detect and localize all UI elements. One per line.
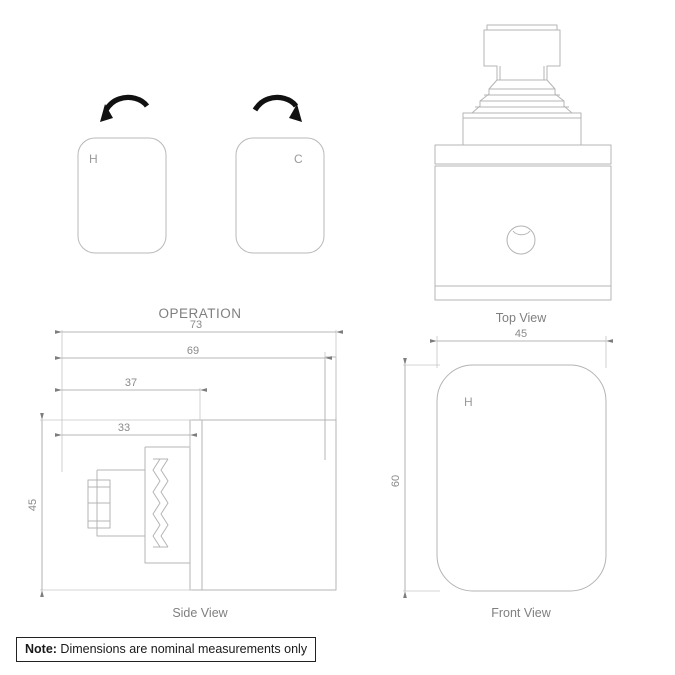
front-view-dimensions bbox=[403, 336, 614, 599]
top-view-body bbox=[434, 165, 612, 301]
top-view-collar bbox=[462, 112, 582, 146]
side-view-label: Side View bbox=[172, 606, 228, 620]
note-box: Note: Dimensions are nominal measurement… bbox=[16, 637, 317, 663]
side-view-spline bbox=[87, 479, 111, 529]
side-view-flange bbox=[189, 419, 203, 591]
side-view-wall-plate bbox=[324, 356, 337, 590]
handle-label-cold: C bbox=[294, 152, 303, 166]
rotate-clockwise-icon bbox=[252, 94, 302, 122]
side-dim-33: 33 bbox=[118, 422, 130, 434]
operation-handle-hot: H bbox=[77, 137, 167, 254]
operation-caption: OPERATION bbox=[158, 306, 241, 321]
operation-diagram: H C OPERATION bbox=[77, 94, 325, 321]
top-view bbox=[434, 24, 612, 301]
front-dim-45: 45 bbox=[515, 328, 527, 340]
front-view-body bbox=[436, 364, 607, 592]
front-view-face-label: H bbox=[464, 395, 473, 409]
side-dim-45: 45 bbox=[27, 499, 39, 511]
operation-handle-cold: C bbox=[235, 137, 325, 254]
top-view-label: Top View bbox=[496, 311, 547, 325]
side-dim-73: 73 bbox=[190, 319, 202, 331]
side-dim-69: 69 bbox=[187, 345, 199, 357]
rotate-counter-clockwise-icon bbox=[100, 94, 150, 122]
front-view-label: Front View bbox=[491, 606, 551, 620]
side-view-dimensions bbox=[40, 330, 344, 598]
side-view-stem bbox=[96, 459, 146, 547]
side-view-threads bbox=[152, 458, 169, 548]
top-view-indicator bbox=[506, 225, 536, 255]
side-view: 73 69 37 33 45 bbox=[27, 319, 344, 598]
top-view-threads bbox=[471, 79, 573, 114]
handle-outline-cold bbox=[235, 137, 325, 254]
note-label: Note: bbox=[25, 642, 57, 656]
front-view: H 45 60 bbox=[390, 328, 614, 599]
side-dim-37: 37 bbox=[125, 377, 137, 389]
handle-label-hot: H bbox=[89, 152, 98, 166]
side-view-body bbox=[189, 419, 337, 591]
note-text: Dimensions are nominal measurements only bbox=[56, 642, 308, 656]
handle-outline-hot bbox=[77, 137, 167, 254]
top-view-spline-head bbox=[483, 24, 561, 81]
front-dim-60: 60 bbox=[390, 475, 402, 487]
top-view-flange bbox=[434, 144, 612, 165]
